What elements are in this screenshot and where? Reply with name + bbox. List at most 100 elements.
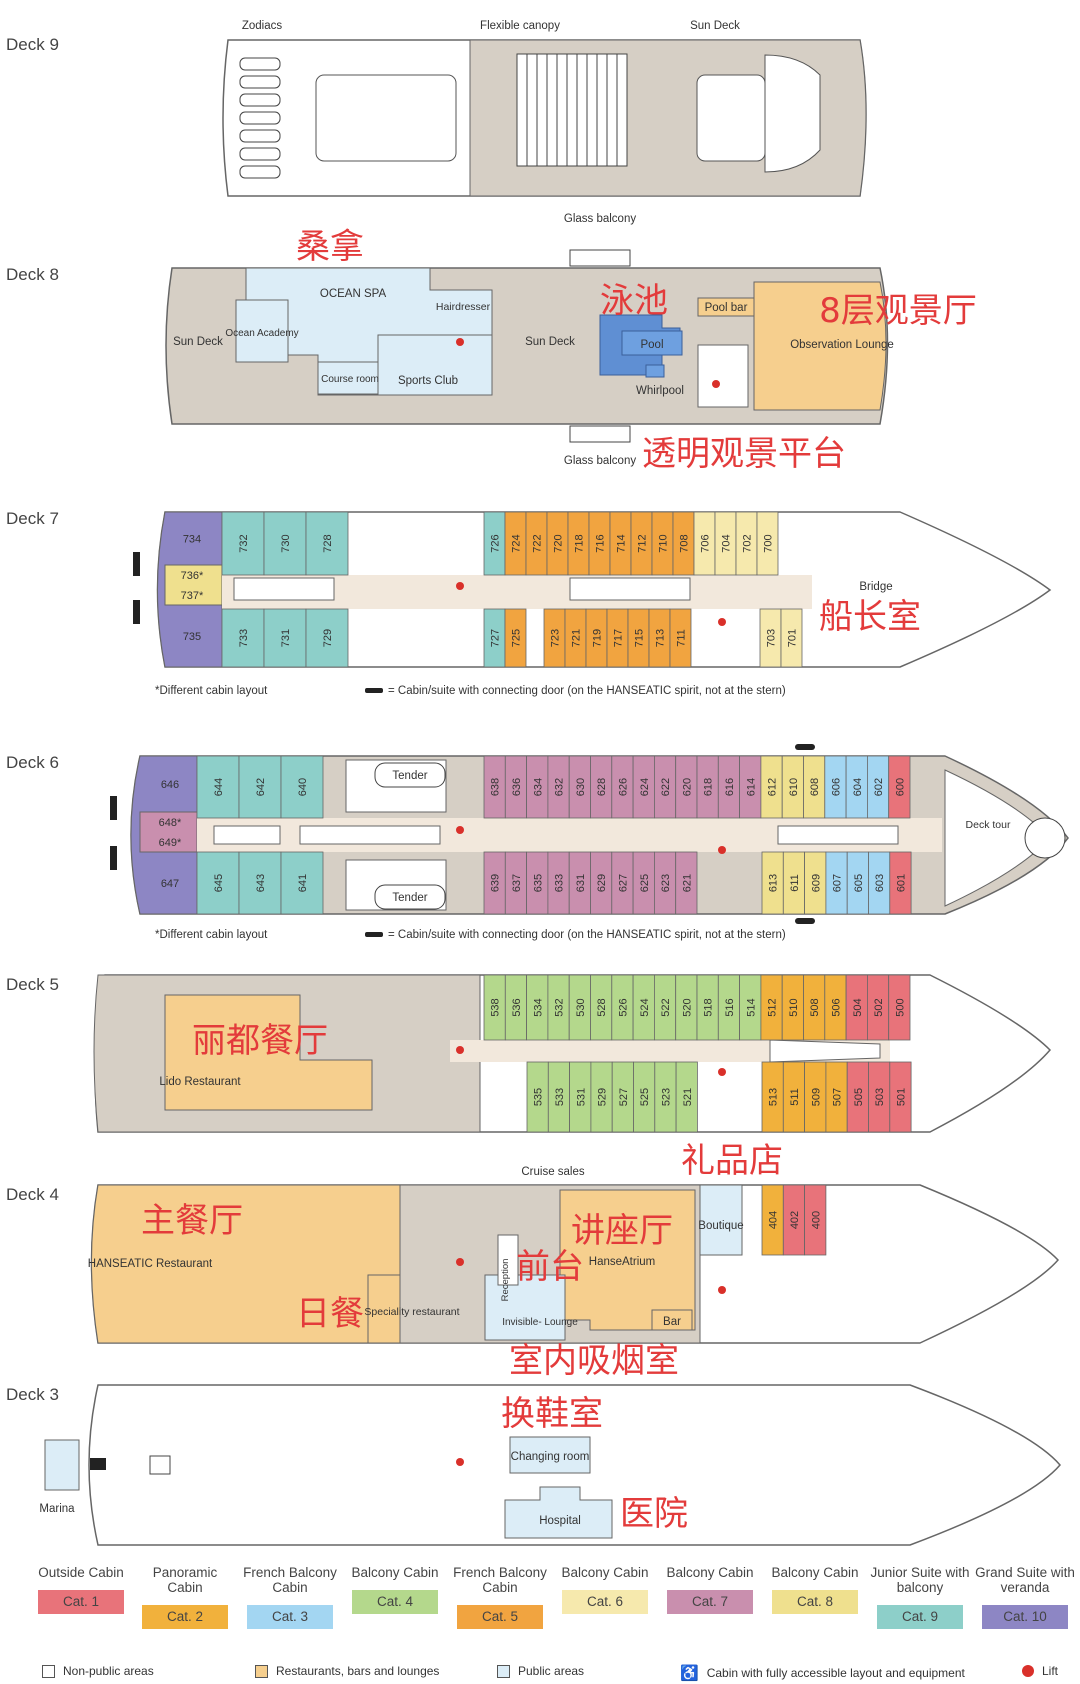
cabin-number: 726: [490, 534, 502, 552]
hanseatrium-label: HanseAtrium: [589, 1256, 655, 1268]
cabin-number: 616: [724, 778, 736, 796]
cabin-number: 638: [490, 778, 502, 796]
deck-3-label: Deck 3: [6, 1385, 59, 1404]
cabin-number: 727: [490, 629, 502, 647]
legend-name: Balcony Cabin: [561, 1565, 649, 1580]
cabin-number: 735: [183, 631, 201, 643]
course-room-label: Course room: [321, 374, 379, 385]
cabin-cell: [669, 608, 692, 668]
cabin-number: 639: [490, 874, 502, 892]
zh-hospital: 医院: [620, 1494, 688, 1534]
cabin-number: 508: [809, 998, 821, 1016]
deck-7-note: *Different cabin layout: [155, 685, 268, 697]
cabin-number: 636: [511, 778, 523, 796]
cabin-cell: [221, 608, 265, 668]
cabin-number: 637: [511, 874, 523, 892]
cabin-number: 518: [703, 998, 715, 1016]
cabin-number: 606: [830, 778, 842, 796]
cabin-number: 710: [658, 534, 670, 552]
cabin-number: 631: [575, 874, 587, 892]
deck-3: Deck 3 Marina Changing room Hospital 换鞋室…: [6, 1384, 1061, 1546]
cabin-number: 603: [874, 874, 886, 892]
bridge-label: Bridge: [859, 581, 892, 593]
cabin-cell: [263, 608, 307, 668]
cabin-number: 611: [789, 874, 801, 892]
cabin-number: 621: [681, 874, 693, 892]
cabin-number: 630: [575, 778, 587, 796]
cabin-number: 500: [894, 998, 906, 1016]
cabin-cell: [280, 755, 324, 819]
marina-label: Marina: [39, 1503, 75, 1515]
legend-swatch: Cat. 5: [457, 1605, 543, 1629]
cabin-number: 623: [660, 874, 672, 892]
cabin-cell: [238, 755, 282, 819]
key-restaurants: Restaurants, bars and lounges: [255, 1664, 439, 1678]
zh-bridge: 船长室: [819, 597, 921, 637]
key-label: Public areas: [518, 1664, 585, 1678]
cabin-number: 633: [554, 874, 566, 892]
cabin-number: 703: [766, 629, 778, 647]
zh-sauna: 桑拿: [296, 227, 364, 267]
changing-room-label: Changing room: [511, 1451, 590, 1463]
cabin-number: 645: [213, 874, 225, 892]
zh-smoking: 室内吸烟室: [509, 1341, 679, 1381]
cabin-number: 534: [532, 998, 544, 1016]
cabin-cell: [305, 608, 349, 668]
cabin-cell: [305, 511, 349, 576]
sun-deck-9-label: Sun Deck: [690, 20, 740, 32]
deck-8: Deck 8 Sun Deck Sun Deck OCEAN SPA Haird…: [6, 213, 977, 474]
legend-name: Balcony Cabin: [771, 1565, 859, 1580]
cabin-number: 513: [768, 1088, 780, 1106]
cabin-number: 704: [721, 534, 733, 552]
ocean-spa-label: OCEAN SPA: [320, 288, 387, 300]
cabin-cell: [280, 851, 324, 915]
lift-icon: [1022, 1665, 1034, 1677]
cabin-number: 612: [767, 778, 779, 796]
cabin-number: 728: [322, 534, 334, 552]
key-label: Cabin with fully accessible layout and e…: [706, 1666, 965, 1680]
deck-7-label: Deck 7: [6, 509, 59, 528]
cabin-number: 532: [554, 998, 566, 1016]
cabin-cell: [196, 851, 240, 915]
legend-name: Balcony Cabin: [666, 1565, 754, 1580]
legend-name: Outside Cabin: [38, 1565, 124, 1580]
key-label: Lift: [1042, 1664, 1059, 1678]
key-non-public: Non-public areas: [42, 1664, 154, 1678]
cabin-number: 729: [322, 629, 334, 647]
pool-label: Pool: [640, 339, 663, 351]
deck-8-label: Deck 8: [6, 265, 59, 284]
zh-gift-shop: 礼品店: [681, 1141, 783, 1181]
cabin-cell: [675, 851, 698, 915]
flexible-canopy: [516, 53, 628, 167]
cabin-number: 640: [297, 778, 309, 796]
cabin-number: 626: [617, 778, 629, 796]
cabin-number: 714: [616, 534, 628, 552]
cabin-number: 736*: [181, 570, 204, 582]
restaurant-swatch: [255, 1664, 268, 1678]
cabin-number: 604: [852, 778, 864, 796]
key-public: Public areas: [497, 1664, 584, 1678]
non-public-swatch: [42, 1664, 55, 1678]
zodiacs-label: Zodiacs: [242, 20, 283, 32]
legend-swatch: Cat. 9: [877, 1605, 963, 1629]
deck-6-note2: = Cabin/suite with connecting door (on t…: [388, 929, 786, 941]
legend-swatch: Cat. 3: [247, 1605, 333, 1629]
cabin-number: 622: [660, 778, 672, 796]
cabin-number: 648*: [159, 817, 182, 829]
tender-bottom: Tender: [392, 892, 427, 904]
cabin-number: 402: [789, 1211, 801, 1229]
cabin-cell: [804, 1184, 827, 1256]
cabin-number: 719: [592, 629, 604, 647]
cabin-number: 725: [511, 629, 523, 647]
cabin-number: 512: [767, 998, 779, 1016]
cabin-cell: [756, 511, 779, 576]
